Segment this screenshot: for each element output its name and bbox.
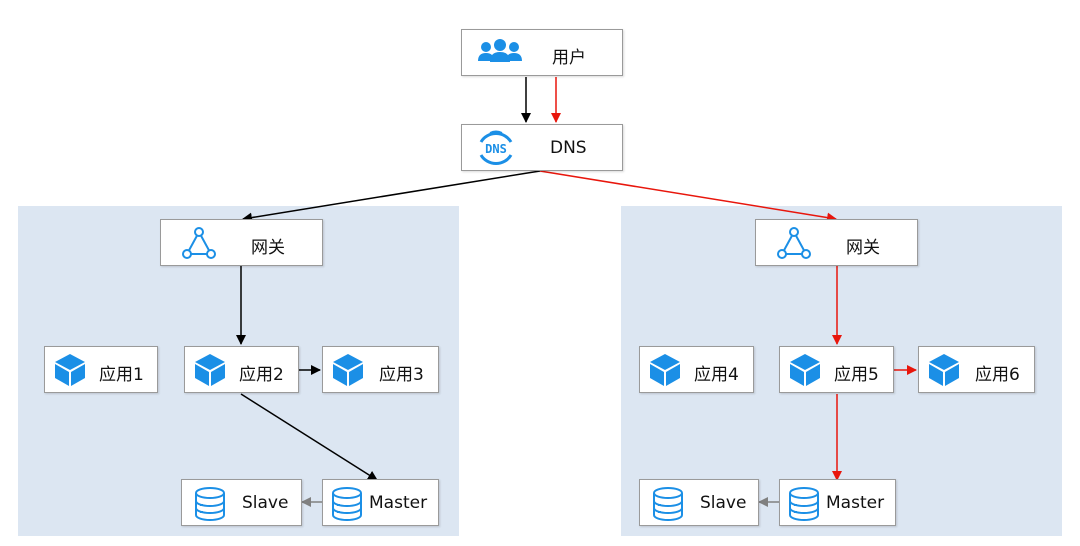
user-node[interactable]: 用户: [461, 29, 623, 76]
gateway-left-node[interactable]: 网关: [160, 219, 323, 266]
app1-node[interactable]: 应用1: [44, 346, 158, 393]
app5-label: 应用5: [834, 365, 879, 385]
user-label: 用户: [552, 48, 586, 68]
gateway-icon: [181, 226, 217, 260]
users-icon: [476, 38, 524, 68]
gateway-icon: [776, 226, 812, 260]
master-left-label: Master: [369, 493, 428, 513]
cube-icon: [53, 352, 87, 388]
gateway-left-label: 网关: [251, 238, 285, 258]
cube-icon: [331, 352, 365, 388]
edge-app2-master-left: [240, 393, 378, 481]
edge-dns-gateway-left: [242, 170, 541, 223]
app6-label: 应用6: [975, 365, 1020, 385]
database-icon: [652, 486, 684, 522]
slave-left-label: Slave: [242, 493, 289, 513]
slave-left-node[interactable]: Slave: [181, 479, 302, 526]
gateway-right-label: 网关: [846, 238, 880, 258]
svg-text:DNS: DNS: [485, 142, 507, 156]
app5-node[interactable]: 应用5: [779, 346, 894, 393]
database-icon: [331, 486, 363, 522]
database-icon: [788, 486, 820, 522]
master-right-label: Master: [826, 493, 885, 513]
gateway-right-node[interactable]: 网关: [755, 219, 918, 266]
dns-label: DNS: [550, 138, 587, 158]
app3-node[interactable]: 应用3: [322, 346, 439, 393]
slave-right-node[interactable]: Slave: [639, 479, 759, 526]
database-icon: [194, 486, 226, 522]
app3-label: 应用3: [379, 365, 424, 385]
edge-dns-gateway-right: [539, 170, 837, 223]
slave-right-label: Slave: [700, 493, 747, 513]
cube-icon: [193, 352, 227, 388]
master-left-node[interactable]: Master: [322, 479, 439, 526]
cube-icon: [927, 352, 961, 388]
cube-icon: [648, 352, 682, 388]
dns-node[interactable]: DNS DNS: [461, 124, 623, 171]
app2-label: 应用2: [239, 365, 284, 385]
dns-icon: DNS: [476, 130, 516, 167]
master-right-node[interactable]: Master: [779, 479, 896, 526]
app2-node[interactable]: 应用2: [184, 346, 299, 393]
app4-node[interactable]: 应用4: [639, 346, 754, 393]
app1-label: 应用1: [99, 365, 144, 385]
app6-node[interactable]: 应用6: [918, 346, 1035, 393]
app4-label: 应用4: [694, 365, 739, 385]
cube-icon: [788, 352, 822, 388]
